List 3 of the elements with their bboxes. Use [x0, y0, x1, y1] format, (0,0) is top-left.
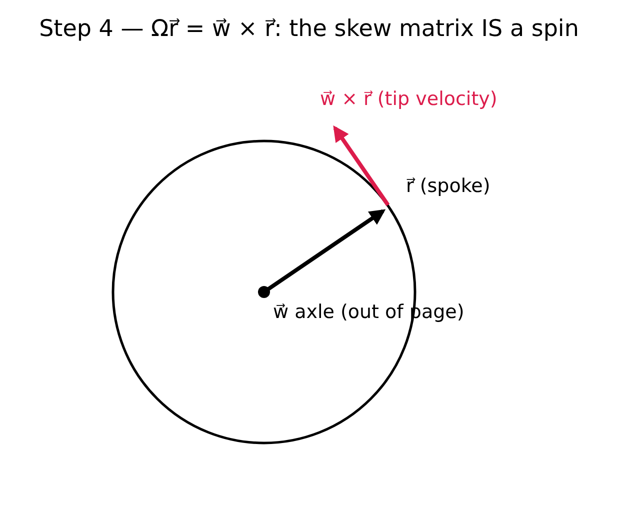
title: Step 4 — Ωr⃗ = w⃗ × r⃗: the skew matrix IS a spin: [38, 15, 580, 44]
velocity-label: w⃗ × r⃗ (tip velocity): [320, 87, 498, 112]
spoke-label: r⃗ (spoke): [406, 174, 490, 199]
